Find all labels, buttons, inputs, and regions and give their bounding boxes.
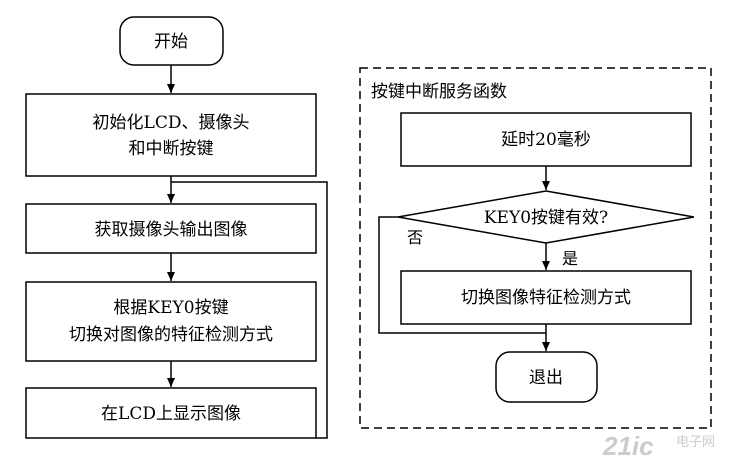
switch-label-line2: 切换对图像的特征检测方式 [69, 325, 273, 345]
start-label: 开始 [154, 32, 188, 52]
decision-label: KEY0按键有效? [484, 208, 608, 228]
switch-box [25, 281, 317, 362]
exit-label: 退出 [529, 368, 563, 388]
label-no: 否 [407, 228, 423, 247]
watermark-text: 电子网 [676, 434, 715, 449]
exit-node [495, 351, 598, 403]
init-label-line1: 初始化LCD、摄像头 [93, 113, 250, 133]
capture-box [25, 203, 317, 254]
isr-switch-label: 切换图像特征检测方式 [461, 288, 631, 308]
isr-switch-box [400, 270, 692, 325]
isr-title: 按键中断服务函数 [371, 82, 507, 102]
display-label: 在LCD上显示图像 [101, 404, 241, 424]
label-yes: 是 [562, 249, 578, 268]
init-label-line2: 和中断按键 [129, 139, 214, 159]
switch-label-line1: 根据KEY0按键 [113, 298, 228, 318]
delay-label: 延时20毫秒 [501, 130, 591, 150]
watermark: 21ic 电子网 [602, 431, 715, 461]
init-box [25, 93, 317, 177]
display-box [25, 387, 317, 439]
main-flow: 开始 初始化LCD、摄像头 和中断按键 获取摄像头输出图像 根据KEY0按键 切… [25, 16, 328, 439]
capture-label: 获取摄像头输出图像 [95, 220, 248, 240]
loop-back-line [171, 181, 328, 439]
isr-dashed-border [359, 67, 712, 429]
no-branch-line [378, 216, 546, 334]
isr-panel: 按键中断服务函数 延时20毫秒 KEY0按键有效? 是 切换图像特征检测方式 否… [359, 67, 712, 429]
watermark-logo: 21ic [602, 431, 654, 461]
